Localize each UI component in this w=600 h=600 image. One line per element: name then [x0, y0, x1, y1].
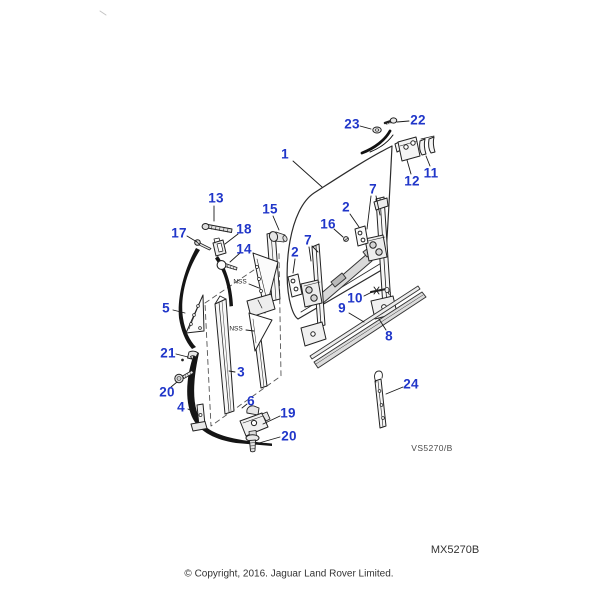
callout-11[interactable]: 11	[423, 165, 439, 181]
leader-line	[175, 353, 189, 358]
leader-line	[292, 160, 323, 188]
callout-20[interactable]: 20	[159, 384, 175, 400]
leader-line	[308, 246, 312, 262]
grommet-15	[268, 231, 288, 243]
callout-1[interactable]: 1	[281, 146, 289, 162]
figure-ref-code: MX5270B	[430, 544, 480, 556]
retainer-strip-24	[374, 370, 387, 429]
leader-line	[375, 195, 381, 216]
screw-22	[383, 117, 398, 125]
copyright-text: © Copyright, 2016. Jaguar Land Rover Lim…	[184, 568, 394, 580]
door-seal-curve-left	[178, 248, 200, 349]
leader-line	[172, 309, 186, 314]
callout-7[interactable]: 7	[304, 232, 312, 248]
leader-line	[349, 213, 360, 228]
leader-line	[348, 312, 365, 323]
leader-line	[385, 386, 404, 395]
lift-cable	[360, 129, 394, 155]
leader-line	[363, 291, 373, 297]
screw-16	[343, 236, 349, 242]
callout-8[interactable]: 8	[385, 328, 393, 344]
leader-line	[262, 415, 281, 425]
angle-bracket-4	[190, 403, 208, 432]
door-seal-curve-mid	[215, 256, 233, 307]
bolt-20-upper	[174, 370, 194, 384]
callout-18[interactable]: 18	[236, 221, 252, 237]
glass-plate-lower-2	[287, 273, 303, 298]
callout-15[interactable]: 15	[262, 201, 278, 217]
leader-line	[245, 329, 255, 332]
callout-7[interactable]: 7	[369, 181, 377, 197]
drawing-ref-code: VS5270/B	[411, 443, 453, 453]
callout-12[interactable]: 12	[404, 173, 420, 189]
callout-2[interactable]: 2	[291, 244, 299, 260]
clip-18	[212, 237, 227, 257]
triangle-bracket-nss-lower	[248, 312, 273, 352]
callout-21[interactable]: 21	[160, 345, 176, 361]
leader-line	[241, 403, 248, 409]
triangle-bracket-5	[185, 294, 205, 334]
leader-line	[425, 155, 431, 167]
callout-3[interactable]: 3	[237, 364, 245, 380]
leader-line	[224, 233, 239, 245]
leader-line	[378, 318, 387, 331]
leader-line	[311, 245, 319, 253]
callout-14[interactable]: 14	[236, 241, 252, 257]
nut-23	[372, 126, 382, 134]
leader-line	[366, 195, 372, 230]
callout-22[interactable]: 22	[410, 112, 426, 128]
leader-line	[396, 120, 410, 123]
bracket-19	[239, 405, 271, 437]
glass-bracket-12	[394, 136, 421, 162]
callout-16[interactable]: 16	[320, 216, 336, 232]
bolt-20-lower	[245, 430, 260, 453]
leader-line	[248, 283, 260, 289]
door-seal-curve-bottom	[187, 351, 272, 446]
callout-17[interactable]: 17	[171, 225, 187, 241]
callout-6[interactable]: 6	[247, 393, 255, 409]
screw-17	[194, 239, 212, 251]
callout-10[interactable]: 10	[347, 290, 363, 306]
bolt-13	[201, 223, 233, 233]
dashed-group-box	[204, 252, 282, 427]
callout-23[interactable]: 23	[344, 116, 360, 132]
leader-line	[229, 252, 241, 263]
callout-13[interactable]: 13	[208, 190, 224, 206]
leader-line	[187, 408, 197, 414]
callout-24[interactable]: 24	[403, 376, 419, 392]
callout-2[interactable]: 2	[342, 199, 350, 215]
callout-5[interactable]: 5	[162, 300, 170, 316]
callout-9[interactable]: 9	[338, 300, 346, 316]
callout-4[interactable]: 4	[177, 399, 185, 415]
clip-21	[181, 350, 199, 362]
leader-line	[272, 215, 280, 231]
pin-14	[216, 260, 238, 271]
leader-line	[292, 258, 296, 274]
leader-line	[333, 228, 344, 238]
waist-strip-9	[309, 285, 421, 360]
waist-strip-8	[313, 291, 427, 369]
leader-line	[186, 235, 198, 243]
leader-line	[170, 381, 178, 388]
callout-19[interactable]: 19	[280, 405, 296, 421]
glass-channel-3	[214, 295, 235, 415]
leader-line	[359, 125, 372, 130]
callout-20[interactable]: 20	[281, 428, 297, 444]
leader-line	[258, 436, 281, 444]
leader-line	[228, 370, 236, 373]
glass-plate-upper-2	[354, 225, 369, 247]
clip-11	[419, 135, 436, 156]
leader-line	[406, 159, 412, 175]
channel-foot-bracket	[246, 293, 276, 318]
corner-mark	[99, 10, 107, 16]
leader-lines	[170, 120, 431, 444]
lift-channel-left	[300, 243, 327, 347]
pin-10	[370, 286, 392, 295]
